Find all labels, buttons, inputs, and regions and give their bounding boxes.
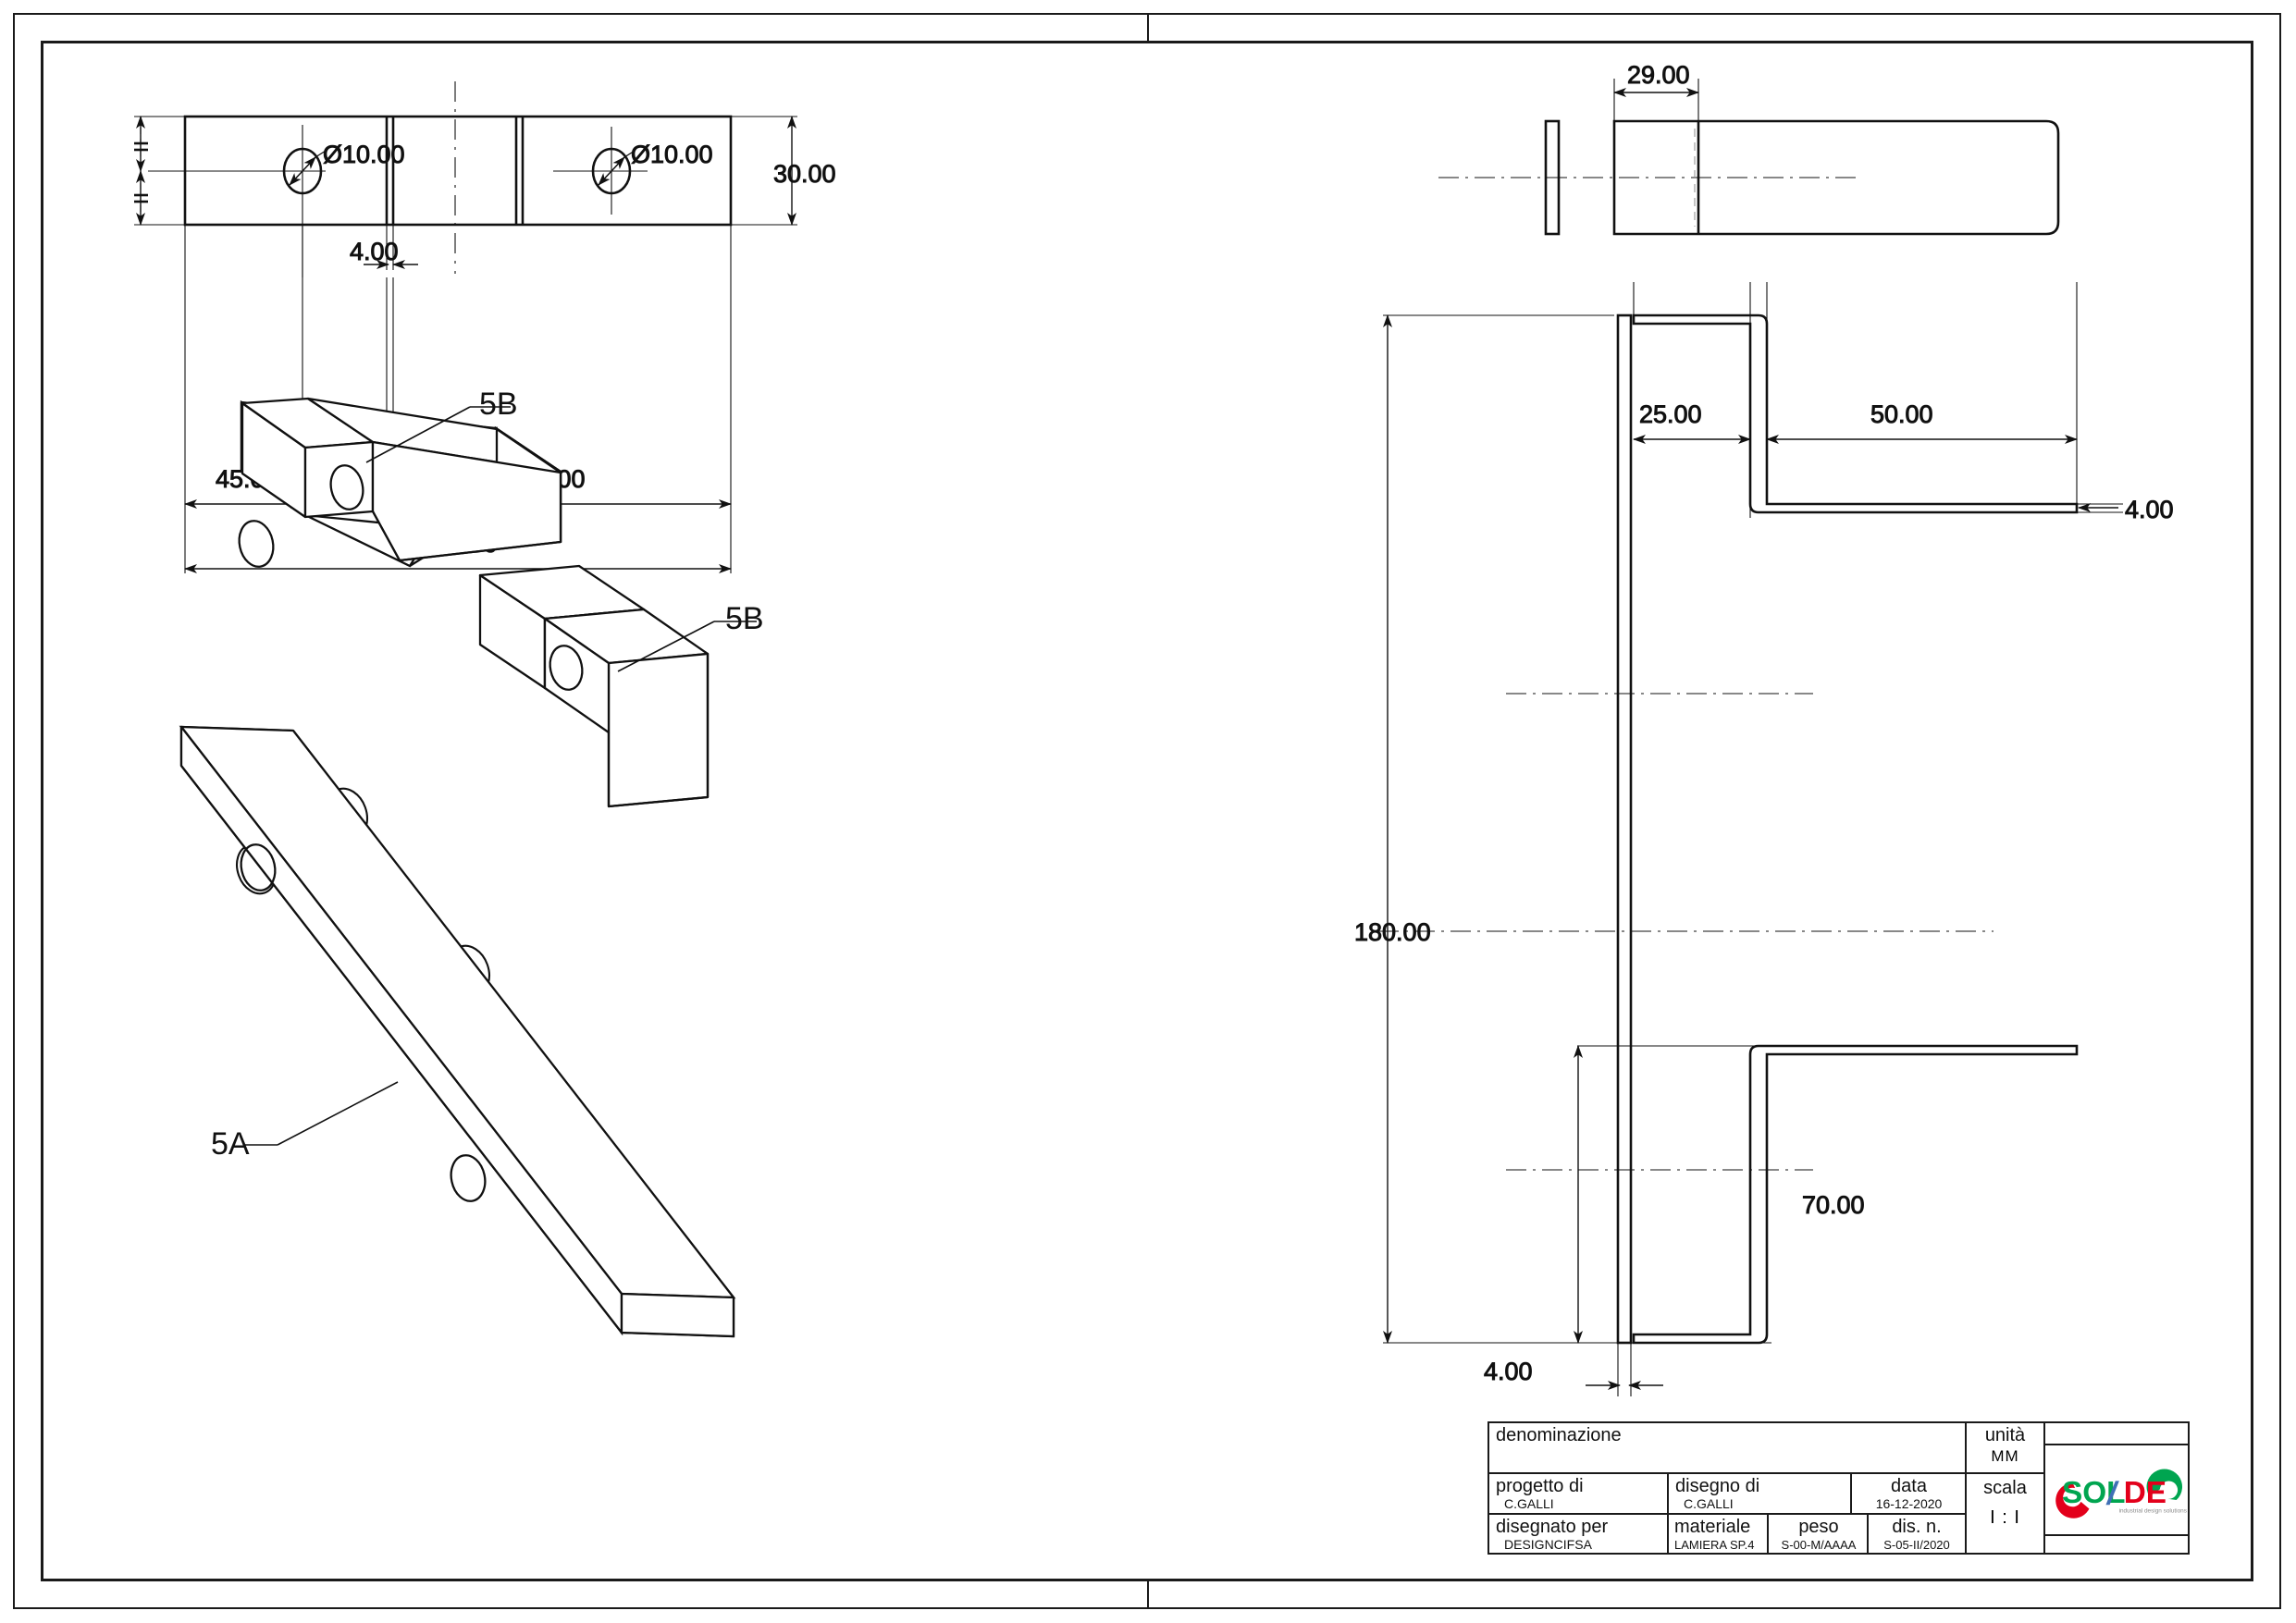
disegnato-per-label: disegnato per [1496,1516,1609,1537]
scala-label: scala [1983,1478,2027,1499]
progetto-di-cell: progetto di C.GALLI [1489,1474,1667,1512]
dis-n-label: dis. n. [1892,1516,1942,1537]
company-logo: SOL / DE industrial design solutions [2045,1445,2188,1536]
peso-value: S-00-M/AAAA [1781,1537,1857,1552]
scala-cell: scala I : I [1967,1474,2043,1553]
denominazione-label: denominazione [1496,1425,1622,1445]
disegno-di-label: disegno di [1675,1476,1760,1497]
logo-text-de: DE [2124,1476,2166,1510]
unita-cell: unità MM [1967,1423,2043,1475]
materiale-value: LAMIERA SP.4 [1674,1537,1755,1552]
peso-label: peso [1798,1516,1839,1537]
logo-spacer-top [2045,1423,2188,1445]
disegnato-per-cell: disegnato per DESIGNCIFSA [1489,1515,1667,1553]
materiale-cell: materiale LAMIERA SP.4 [1667,1514,1767,1553]
denominazione-cell: denominazione [1489,1423,1965,1472]
data-value: 16-12-2020 [1875,1496,1943,1512]
materiale-label: materiale [1674,1516,1751,1537]
unita-label: unità [1984,1425,2026,1445]
data-cell: data 16-12-2020 [1850,1474,1965,1513]
disegnato-per-value: DESIGNCIFSA [1504,1536,1592,1552]
progetto-di-label: progetto di [1496,1476,1584,1497]
title-block: denominazione progetto di C.GALLI disegn… [1487,1421,2190,1555]
logo-tagline: industrial design solutions [2119,1507,2187,1514]
peso-cell: peso S-00-M/AAAA [1767,1514,1867,1553]
logo-green-arc [2146,1469,2182,1500]
title-block-left: denominazione progetto di C.GALLI disegn… [1489,1423,1967,1553]
title-block-row-disegnato: disegnato per DESIGNCIFSA materiale LAMI… [1489,1514,1965,1553]
dis-n-cell: dis. n. S-05-II/2020 [1867,1514,1965,1553]
frame-tick-bottom [1147,1581,1149,1609]
logo-red-arc [2055,1482,2090,1518]
logo-spacer-bottom [2045,1536,2188,1553]
solide-logo-icon: SOL / DE industrial design solutions [2055,1469,2187,1518]
title-block-row-denominazione: denominazione [1489,1423,1965,1475]
title-block-row-progetto: progetto di C.GALLI disegno di C.GALLI d… [1489,1474,1965,1515]
data-label: data [1891,1476,1927,1497]
logo-text-sol: SOL [2062,1476,2126,1510]
dis-n-value: S-05-II/2020 [1883,1537,1950,1552]
title-block-logo-column: SOL / DE industrial design solutions [2045,1423,2188,1553]
disegno-di-cell: disegno di C.GALLI [1667,1474,1850,1513]
scala-value: I : I [1990,1507,2020,1529]
frame-tick-top [1147,15,1149,43]
title-block-middle: unità MM scala I : I [1967,1423,2045,1553]
progetto-di-value: C.GALLI [1504,1496,1554,1512]
unita-value: MM [1991,1447,2019,1465]
disegno-di-value: C.GALLI [1684,1496,1734,1512]
sheet-border-inner [41,41,2253,1581]
